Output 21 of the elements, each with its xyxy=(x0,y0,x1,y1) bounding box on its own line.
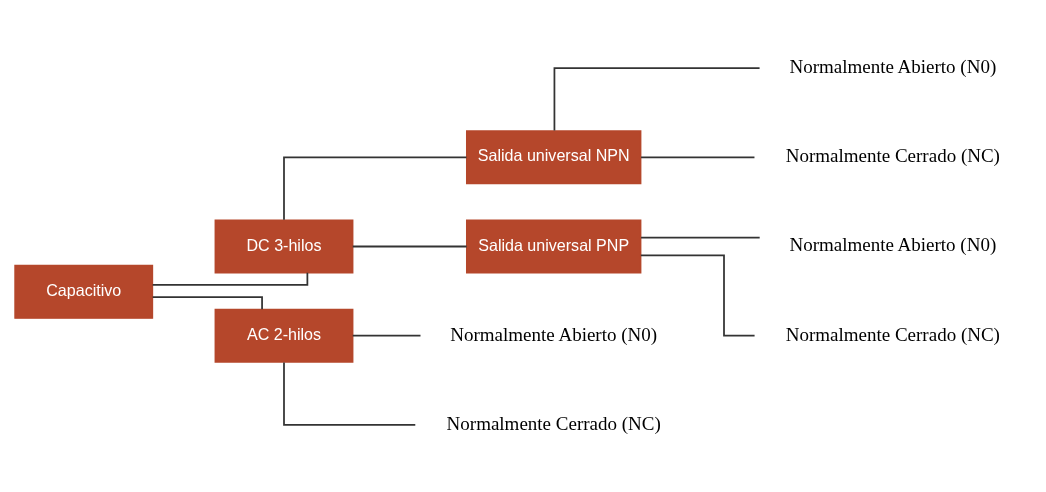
node-box: DC 3-hilos xyxy=(214,218,354,274)
connector xyxy=(283,155,468,221)
node-text: Normalmente Cerrado (NC) xyxy=(785,323,1000,345)
node-box: Salida universal NPN xyxy=(466,129,642,184)
connector xyxy=(351,245,468,247)
node-box: Salida universal PNP xyxy=(466,218,642,274)
node-text: Normalmente Cerrado (NC) xyxy=(785,144,1000,166)
connector xyxy=(640,236,761,239)
node-box: Capacitivo xyxy=(14,264,154,319)
node-text: Normalmente Abierto (N0) xyxy=(450,323,658,345)
connector xyxy=(640,155,756,158)
connector xyxy=(553,66,761,131)
connector xyxy=(639,253,756,337)
node-text: Normalmente Abierto (N0) xyxy=(789,55,997,77)
connector xyxy=(151,271,309,286)
node-text: Normalmente Cerrado (NC) xyxy=(446,412,661,434)
connector xyxy=(283,361,417,426)
node-box: AC 2-hilos xyxy=(214,308,354,363)
node-text: Normalmente Abierto (N0) xyxy=(789,233,997,255)
connector xyxy=(151,295,263,310)
connector xyxy=(351,334,422,337)
